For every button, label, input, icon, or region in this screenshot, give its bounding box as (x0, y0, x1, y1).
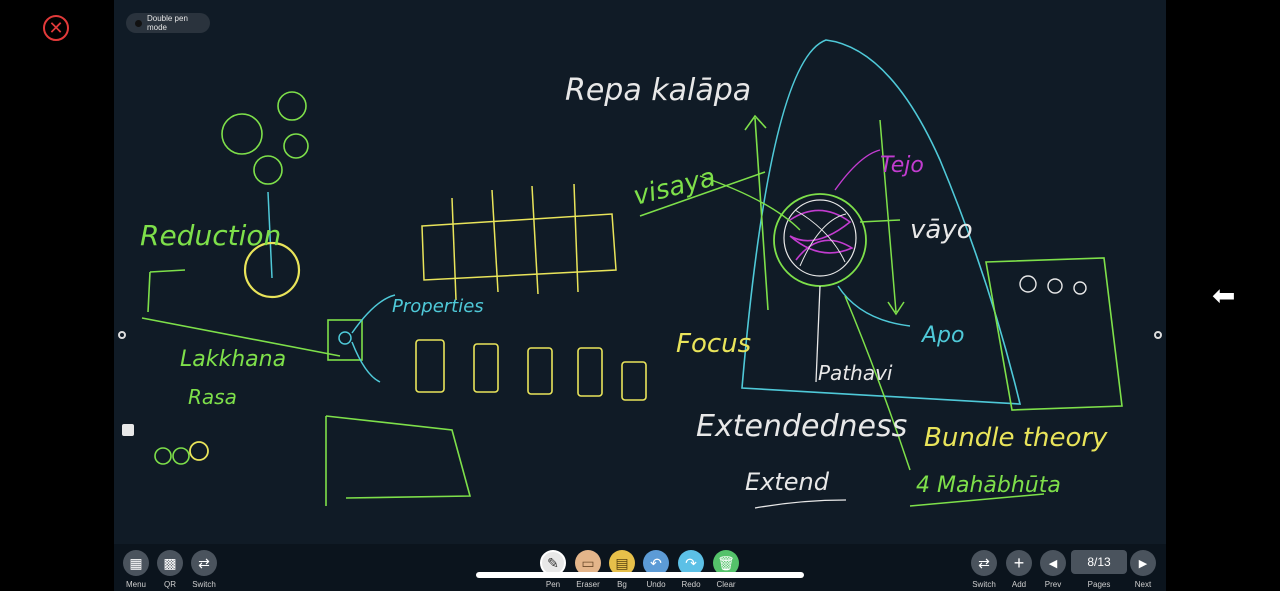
lakkhana-label: Lakkhana (180, 347, 286, 372)
bottom-toolbar: ▦ Menu ▩ QR ⇄ Switch ✎ Pen ▭ Eraser ▤ Bg… (114, 544, 1166, 591)
cyan-brace (351, 294, 396, 383)
extendedness-label: Extendedness (696, 409, 907, 444)
add-label: Add (1011, 580, 1027, 589)
menu-grid-icon[interactable]: ▦ (123, 550, 149, 576)
bundle-box (985, 257, 1123, 411)
extend-label: Extend (745, 468, 830, 496)
green-circles (221, 91, 309, 185)
plus-icon[interactable]: + (1006, 550, 1032, 576)
close-icon[interactable]: ✕ (43, 15, 69, 41)
apo-label: Apo (920, 323, 964, 348)
cyan-arrow-down (267, 191, 273, 279)
selection-square[interactable] (122, 424, 134, 436)
reduction-label: Reduction (140, 219, 281, 252)
switch-right-icon[interactable]: ⇄ (971, 550, 997, 576)
tejo-label: Tejo (880, 153, 924, 178)
prev-label: Prev (1044, 580, 1062, 589)
left-resize-handle[interactable] (118, 331, 126, 339)
title-label: Repa kalāpa (565, 73, 751, 108)
focus-label: Focus (676, 329, 751, 359)
bundle-theory-label: Bundle theory (924, 423, 1108, 453)
undo-label: Undo (646, 580, 666, 589)
right-resize-handle[interactable] (1154, 331, 1162, 339)
yellow-rectangles (415, 339, 647, 401)
green-arrow (141, 269, 341, 357)
cyan-dome (741, 39, 1022, 405)
green-small-circles (154, 447, 190, 465)
mahabhuta-label: 4 Mahābhūta (916, 473, 1061, 498)
whiteboard-canvas[interactable] (114, 0, 1166, 544)
eraser-label: Eraser (576, 580, 600, 589)
pen-icon[interactable]: ✎ (540, 550, 566, 576)
trash-icon[interactable]: 🗑 (713, 550, 739, 576)
yellow-circle (243, 241, 301, 299)
redo-label: Redo (681, 580, 701, 589)
double-pen-mode-toggle[interactable]: Double pen mode (126, 13, 210, 33)
element-sphere (773, 193, 867, 287)
yellow-grid (421, 183, 617, 301)
switch-label: Switch (192, 580, 216, 589)
eraser-icon[interactable]: ▭ (575, 550, 601, 576)
switch-icon[interactable]: ⇄ (191, 550, 217, 576)
menu-label: Menu (125, 580, 146, 589)
green-quad (325, 415, 472, 506)
redo-icon[interactable]: ↷ (678, 550, 704, 576)
switch-right-label: Switch (972, 580, 996, 589)
pen-label: Pen (545, 580, 561, 589)
next-icon[interactable]: ▶ (1130, 550, 1156, 576)
toggle-dot-icon (135, 19, 142, 27)
properties-label: Properties (392, 296, 484, 317)
qr-icon[interactable]: ▩ (157, 550, 183, 576)
pages-label: Pages (1087, 580, 1111, 589)
next-label: Next (1134, 580, 1152, 589)
prev-icon[interactable]: ◀ (1040, 550, 1066, 576)
pen-mode-label: Double pen mode (146, 14, 188, 32)
pathavi-label: Pathavi (818, 361, 893, 385)
rasa-label: Rasa (188, 385, 237, 409)
clear-label: Clear (716, 580, 736, 589)
green-box (327, 319, 363, 361)
qr-label: QR (164, 580, 176, 589)
bg-icon[interactable]: ▤ (609, 550, 635, 576)
home-indicator-bar[interactable] (476, 572, 804, 578)
vayo-label: vāyo (910, 215, 973, 245)
bg-label: Bg (617, 580, 627, 589)
back-arrow-icon[interactable]: ⬅ (1212, 280, 1236, 311)
undo-icon[interactable]: ↶ (643, 550, 669, 576)
page-indicator[interactable]: 8/13 (1071, 550, 1127, 574)
